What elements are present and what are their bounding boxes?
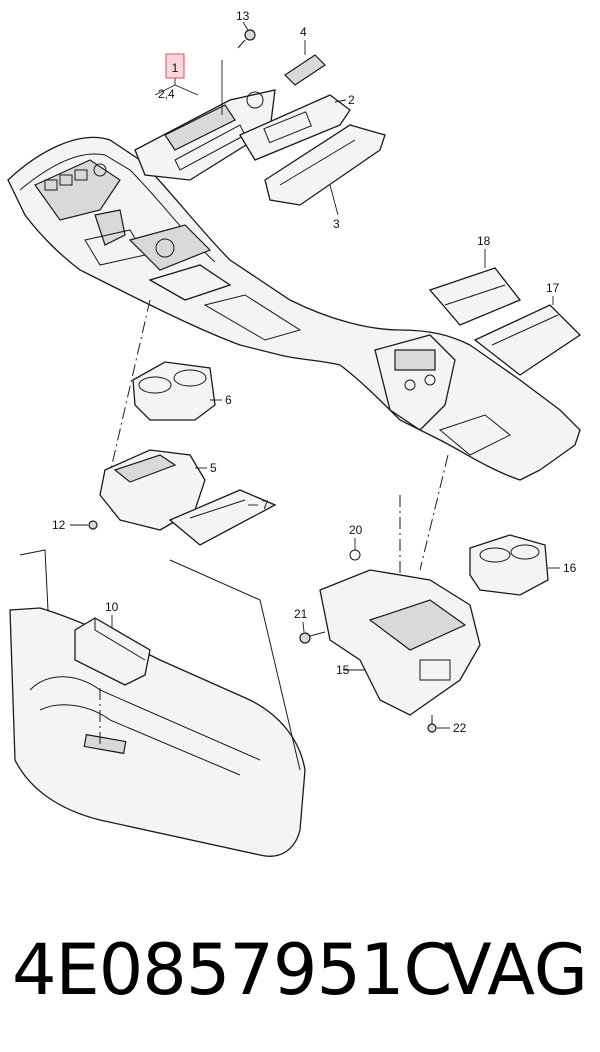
callout-6: 6 [225, 393, 232, 407]
callout-7: 7 [262, 498, 269, 512]
part-20-clip [349, 538, 361, 561]
callout-18: 18 [477, 234, 491, 248]
brand-label: VAG [443, 929, 588, 1011]
assembly-line-right [419, 454, 449, 571]
part-4-bulb [284, 40, 326, 86]
callout-20: 20 [349, 523, 363, 537]
callout-1: 1 [172, 61, 179, 75]
part-18-cover [428, 249, 522, 326]
part-13-screw [237, 21, 256, 49]
part-2-bezel [239, 94, 351, 161]
callout-17: 17 [546, 281, 560, 295]
part-7-cover [168, 489, 277, 546]
callout-highlight-1 [165, 53, 185, 79]
part-17-cover [473, 296, 582, 376]
part-12-screw [70, 520, 98, 530]
callout-12: 12 [52, 518, 66, 532]
part-22-screw [427, 715, 450, 733]
center-console [7, 136, 581, 481]
part-15-console-housing [319, 569, 481, 716]
callout-1-sub: 2,4 [158, 87, 175, 101]
footer: 4E0857951C VAG [0, 925, 600, 1015]
callout-4: 4 [300, 25, 307, 39]
part-21-screw [299, 621, 326, 644]
callout-10: 10 [105, 600, 119, 614]
callout-15: 15 [336, 663, 350, 677]
part-6-cupholder [132, 361, 222, 421]
callout-16: 16 [563, 561, 577, 575]
door-panel [9, 549, 306, 857]
callout-5: 5 [210, 461, 217, 475]
part-3-cover [264, 124, 386, 216]
part-10-ashtray [74, 615, 151, 745]
assembly-line-left [104, 299, 151, 496]
callout-13: 13 [236, 9, 250, 23]
part-16-cupholder [469, 534, 560, 596]
callout-2: 2 [348, 93, 355, 107]
part-number: 4E0857951C [12, 929, 452, 1011]
callout-21: 21 [294, 607, 308, 621]
callout-22: 22 [453, 721, 467, 735]
callout-3: 3 [333, 217, 340, 231]
part-1-assembly [134, 60, 276, 181]
